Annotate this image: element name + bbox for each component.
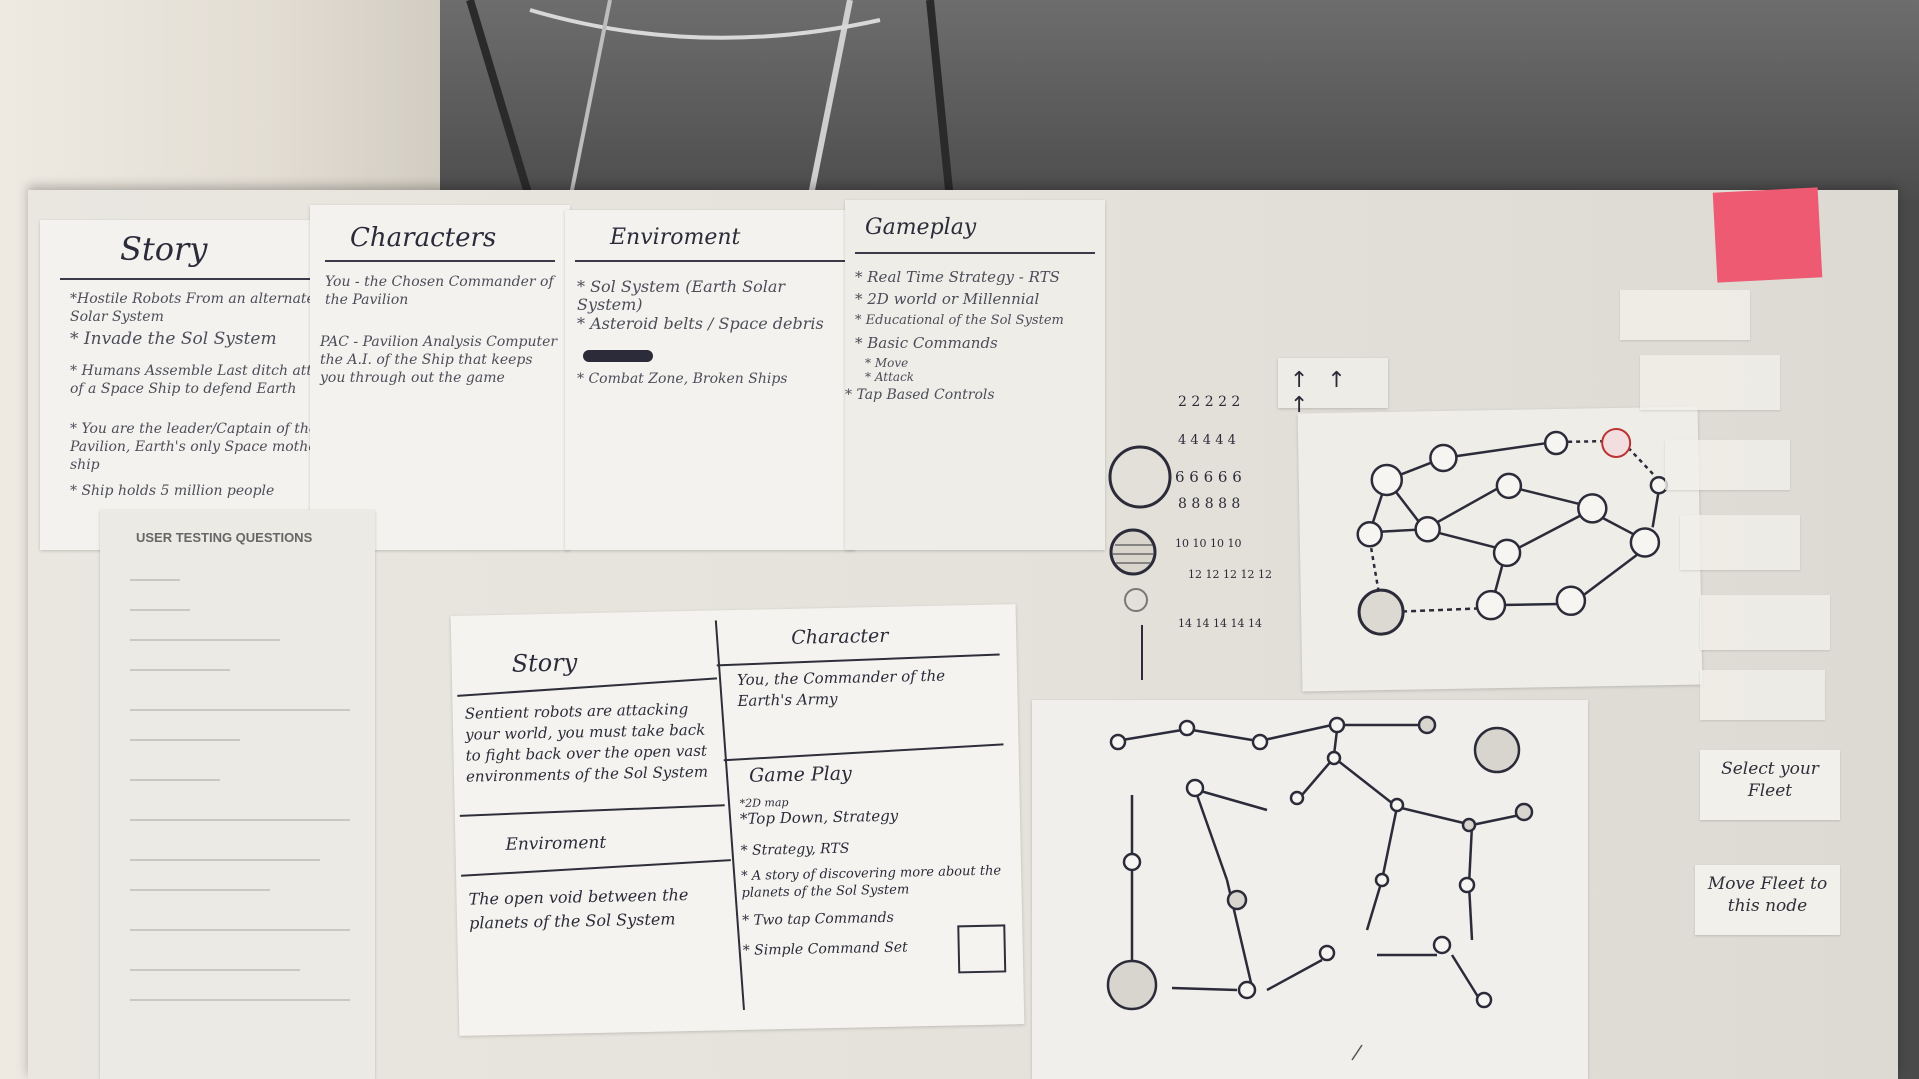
characters-heading: Characters bbox=[350, 223, 497, 253]
story-sheet: Story *Hostile Robots From an alternate … bbox=[40, 220, 360, 550]
story-line-1: *Hostile Robots From an alternate Solar … bbox=[70, 291, 315, 325]
gameplay-line-5: * Move bbox=[865, 356, 909, 370]
gameplay-line-6: * Attack bbox=[865, 370, 915, 384]
story-line-2: * Invade the Sol System bbox=[70, 329, 277, 349]
bottom-character-text: You, the Commander of the Earth's Army bbox=[736, 666, 946, 710]
environment-sheet: Enviroment * Sol System (Earth Solar Sys… bbox=[565, 210, 855, 550]
node-map-2 bbox=[1106, 715, 1534, 1061]
gameplay-line-1: * Real Time Strategy - RTS bbox=[855, 268, 1060, 286]
bottom-design-sheet: Story Sentient robots are attacking your… bbox=[450, 604, 1025, 1036]
bottom-story-text: Sentient robots are attacking your world… bbox=[464, 700, 709, 786]
move-fleet-note: Move Fleet to this node bbox=[1695, 865, 1840, 935]
gameplay-underline bbox=[855, 252, 1095, 254]
pink-sticky-note bbox=[1712, 187, 1823, 283]
legend-row-3: 6 6 6 6 6 bbox=[1175, 468, 1242, 486]
faint-note-3 bbox=[1665, 440, 1790, 490]
faint-note-4 bbox=[1680, 515, 1800, 570]
bottom-environment-heading: Enviroment bbox=[505, 832, 607, 855]
gameplay-line-4: * Basic Commands bbox=[855, 334, 998, 352]
user-testing-sheet: USER TESTING QUESTIONS bbox=[100, 510, 375, 1079]
gameplay-sheet: Gameplay * Real Time Strategy - RTS * 2D… bbox=[845, 200, 1105, 550]
command-set-sketch-box bbox=[957, 924, 1007, 974]
user-testing-faint-lines bbox=[130, 579, 350, 1001]
node-map-1 bbox=[1356, 427, 1669, 636]
environment-line-3: * Combat Zone, Broken Ships bbox=[577, 371, 788, 387]
environment-underline bbox=[575, 260, 845, 262]
characters-line-1: You - the Chosen Commander of the Pavili… bbox=[325, 274, 554, 308]
characters-underline bbox=[325, 260, 555, 262]
gameplay-heading: Gameplay bbox=[865, 215, 977, 240]
bottom-environment-text: The open void between the planets of the… bbox=[468, 885, 689, 933]
scribble-mark bbox=[583, 350, 653, 362]
story-line-5: * Ship holds 5 million people bbox=[70, 483, 275, 499]
environment-line-1: * Sol System (Earth Solar System) bbox=[577, 277, 786, 314]
bottom-story-heading: Story bbox=[511, 648, 578, 678]
chair-legs bbox=[466, 0, 954, 200]
arrows-card: ↑ ↑ ↑ bbox=[1278, 358, 1388, 418]
legend-row-5: 10 10 10 10 bbox=[1175, 537, 1242, 550]
node-map-sheet-1 bbox=[1297, 406, 1703, 692]
characters-line-2: PAC - Pavilion Analysis Computer the A.I… bbox=[320, 334, 558, 386]
bottom-character-heading: Character bbox=[790, 624, 889, 649]
story-line-4: * You are the leader/Captain of the Pavi… bbox=[70, 421, 324, 473]
characters-sheet: Characters You - the Chosen Commander of… bbox=[310, 205, 570, 550]
legend-row-1: 2 2 2 2 2 bbox=[1178, 394, 1241, 410]
select-fleet-note: Select your Fleet bbox=[1700, 750, 1840, 820]
bottom-sheet-grid-lines bbox=[457, 620, 1004, 1010]
faint-note-1 bbox=[1620, 290, 1750, 340]
legend-sketch bbox=[1108, 445, 1172, 680]
gameplay-line-7: * Tap Based Controls bbox=[845, 387, 995, 403]
story-underline bbox=[60, 278, 350, 280]
legend-row-2: 4 4 4 4 4 bbox=[1178, 433, 1236, 448]
legend-row-6: 12 12 12 12 12 bbox=[1188, 568, 1272, 581]
node-map-sheet-2 bbox=[1032, 700, 1588, 1079]
arrow-icons: ↑ ↑ ↑ bbox=[1290, 368, 1352, 418]
gameplay-line-2: * 2D world or Millennial bbox=[855, 290, 1040, 308]
legend-row-7: 14 14 14 14 14 bbox=[1178, 617, 1262, 630]
legend-row-4: 8 8 8 8 8 bbox=[1178, 496, 1241, 512]
story-line-3: * Humans Assemble Last ditch attempt of … bbox=[70, 363, 349, 397]
user-testing-title: USER TESTING QUESTIONS bbox=[136, 530, 313, 545]
story-heading: Story bbox=[120, 230, 208, 268]
gameplay-line-3: * Educational of the Sol System bbox=[855, 313, 1064, 328]
bottom-gameplay-heading: Game Play bbox=[748, 762, 853, 787]
faint-note-2 bbox=[1640, 355, 1780, 410]
faint-note-5 bbox=[1700, 595, 1830, 650]
environment-line-2: * Asteroid belts / Space debris bbox=[577, 314, 824, 333]
environment-heading: Enviroment bbox=[610, 225, 741, 250]
bottom-gameplay-line-4: * A story of discovering more about the … bbox=[741, 863, 1002, 901]
faint-note-6 bbox=[1700, 670, 1825, 720]
